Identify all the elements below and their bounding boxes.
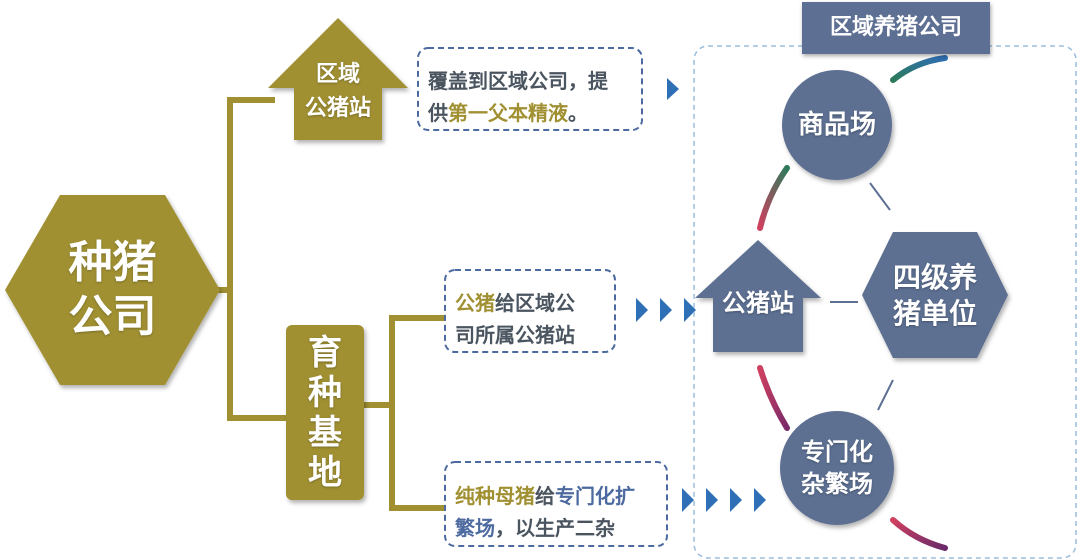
connector-company-to-station xyxy=(227,97,292,421)
arrow-bottom-2 xyxy=(706,488,718,512)
arrow-bottom-4 xyxy=(754,488,766,512)
connector-base-to-notes xyxy=(362,315,445,408)
line-farm-to-unit xyxy=(869,182,891,211)
note-middle-line2: 司所属公猪站 xyxy=(455,323,575,347)
note-bottom-line1-highlight1: 纯种母猪 xyxy=(455,484,535,508)
note-top-line1: 覆盖到区域公司，提 xyxy=(428,69,608,93)
connector-base-to-bottom-note xyxy=(389,405,445,511)
note-bottom-line1: 纯种母猪给专门化扩 xyxy=(455,480,665,512)
note-bottom: 纯种母猪给专门化扩 繁场，以生产二杂 xyxy=(445,472,675,552)
note-middle-line1-rest: 给区域公 xyxy=(495,291,575,315)
arrow-top xyxy=(667,78,679,100)
note-bottom-line2-rest: ，以生产二杂 xyxy=(495,516,615,540)
regional-boar-station-house xyxy=(268,18,408,140)
note-bottom-line1-highlight2: 专门化扩 xyxy=(555,484,635,508)
arc-bottom-right xyxy=(890,517,948,551)
note-bottom-line2: 繁场，以生产二杂 xyxy=(455,512,665,544)
note-bottom-line1-mid: 给 xyxy=(535,484,555,508)
boar-station-house xyxy=(695,240,821,352)
note-top: 覆盖到区域公司，提 供第一父本精液。 xyxy=(418,57,646,137)
note-top-border xyxy=(417,47,643,131)
arrows xyxy=(636,78,766,512)
multiplier-farm-node xyxy=(780,411,894,525)
arc-top-right xyxy=(890,55,948,83)
note-bottom-line2-highlight: 繁场 xyxy=(455,516,495,540)
note-middle-border xyxy=(444,269,616,353)
note-bottom-border xyxy=(444,461,668,547)
note-top-line2-prefix: 供 xyxy=(428,101,448,125)
note-top-line2-suffix: 。 xyxy=(568,101,588,125)
arrow-middle-3 xyxy=(684,298,696,322)
arrow-middle-2 xyxy=(660,298,672,322)
line-unit-to-multiplier xyxy=(877,379,894,411)
note-top-line2: 供第一父本精液。 xyxy=(428,97,636,129)
arrow-middle-1 xyxy=(636,298,648,322)
arc-left-upper xyxy=(757,165,790,231)
cycle-arcs xyxy=(757,55,948,551)
company-hexagon xyxy=(5,195,220,385)
commercial-farm-node xyxy=(782,70,892,180)
arc-left-lower xyxy=(757,365,790,431)
region-title: 区域养猪公司 xyxy=(802,2,990,54)
note-middle-line1: 公猪给区域公 xyxy=(455,287,607,319)
breeding-base-box xyxy=(286,325,364,500)
arrow-bottom-3 xyxy=(730,488,742,512)
note-top-line2-highlight: 第一父本精液 xyxy=(448,101,568,125)
note-middle: 公猪给区域公 司所属公猪站 xyxy=(445,279,617,359)
note-middle-line1-highlight: 公猪 xyxy=(455,291,495,315)
arrow-bottom-1 xyxy=(682,488,694,512)
level4-unit-hexagon xyxy=(862,232,1008,358)
region-connectors xyxy=(830,182,894,411)
